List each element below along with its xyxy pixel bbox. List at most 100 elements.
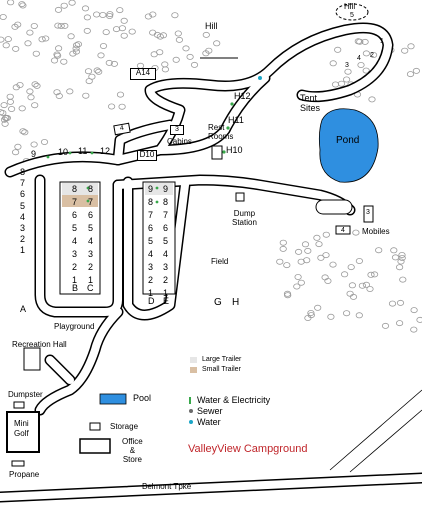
top-row-site-10[interactable]: 10 xyxy=(58,147,69,157)
row-d-site-1[interactable]: 1 xyxy=(148,288,154,298)
tree xyxy=(38,36,46,43)
row-e-site-7[interactable]: 7 xyxy=(163,210,169,220)
tree xyxy=(279,239,287,246)
hill-site-2[interactable]: 2 xyxy=(370,52,374,59)
hill-site-5[interactable]: 5 xyxy=(350,12,354,19)
legend-water: Water xyxy=(197,417,221,427)
row-c-site-2[interactable]: 2 xyxy=(88,262,94,272)
top-row-site-12[interactable]: 12 xyxy=(100,146,111,156)
row-a-site-5[interactable]: 5 xyxy=(20,200,26,211)
row-e-site-5[interactable]: 5 xyxy=(163,236,169,246)
tree xyxy=(397,258,405,265)
tree xyxy=(355,312,363,319)
tree xyxy=(303,257,311,264)
tree xyxy=(32,50,40,57)
mobile-box-3[interactable]: 3 xyxy=(366,209,370,216)
row-b-site-2[interactable]: 2 xyxy=(72,262,78,272)
row-a-site-7[interactable]: 7 xyxy=(20,178,26,189)
row-c-site-4[interactable]: 4 xyxy=(88,236,94,246)
tree xyxy=(106,11,114,18)
tree xyxy=(81,5,90,12)
storage-label: Storage xyxy=(110,422,139,431)
tree xyxy=(31,81,39,88)
hill-site-1[interactable]: 1 xyxy=(380,38,384,45)
row-c-site-5[interactable]: 5 xyxy=(88,223,94,233)
tree xyxy=(213,40,221,47)
row-a-site-3[interactable]: 3 xyxy=(20,223,26,233)
tree xyxy=(95,68,103,75)
tree xyxy=(337,80,346,87)
row-a-site-8[interactable]: 8 xyxy=(20,167,26,177)
row-de-strip xyxy=(142,181,176,295)
mobile-shape-4 xyxy=(335,225,351,235)
row-a-site-4[interactable]: 4 xyxy=(20,211,26,222)
row-c-site-7[interactable]: 7 xyxy=(88,197,94,207)
tree xyxy=(401,47,409,54)
row-b-site-7[interactable]: 7 xyxy=(72,197,78,207)
a14-site[interactable]: A14 xyxy=(130,68,156,80)
row-e-site-2[interactable]: 2 xyxy=(163,275,169,285)
row-a-site-2[interactable]: 2 xyxy=(20,234,26,245)
h11-site[interactable]: H11 xyxy=(228,115,244,125)
site-g[interactable]: G xyxy=(214,297,222,308)
cabins-label: Cabins xyxy=(167,137,192,146)
row-b-site-5[interactable]: 5 xyxy=(72,223,78,233)
tree xyxy=(60,2,68,9)
mobile-box-4[interactable]: 4 xyxy=(341,227,345,234)
tree xyxy=(0,110,7,116)
row-d-site-6[interactable]: 6 xyxy=(148,223,154,233)
tree xyxy=(82,92,90,99)
row-c-site-6[interactable]: 6 xyxy=(88,210,94,220)
h12-site[interactable]: H12 xyxy=(234,91,251,101)
h10-site[interactable]: H10 xyxy=(226,145,243,155)
d10-site[interactable]: D10 xyxy=(137,150,157,161)
hill-site-3[interactable]: 3 xyxy=(345,62,349,69)
row-c-site-3[interactable]: 3 xyxy=(88,249,94,259)
row-a-site-1[interactable]: 1 xyxy=(20,245,26,256)
row-d-site-9[interactable]: 9 xyxy=(148,184,154,194)
tree xyxy=(19,2,27,9)
row-a-site-6[interactable]: 6 xyxy=(20,189,26,200)
row-c-site-1[interactable]: 1 xyxy=(88,275,94,285)
top-row-site-11[interactable]: 11 xyxy=(78,146,88,156)
tree xyxy=(322,231,330,238)
row-d-site-2[interactable]: 2 xyxy=(148,275,154,285)
tree xyxy=(321,274,329,281)
cabin-box-3[interactable]: 3 xyxy=(170,125,184,135)
dumpster-shape xyxy=(13,401,25,409)
tree xyxy=(347,264,355,271)
restroom-shape xyxy=(211,145,223,160)
row-e-site-4[interactable]: 4 xyxy=(163,249,169,259)
tree xyxy=(410,326,418,333)
tree xyxy=(395,264,404,271)
row-b-site-3[interactable]: 3 xyxy=(72,249,78,259)
hill-site-4[interactable]: 4 xyxy=(357,55,361,62)
campground-title: ValleyView Campground xyxy=(188,443,308,455)
tree xyxy=(53,51,61,58)
tree xyxy=(361,38,369,45)
site-h[interactable]: H xyxy=(232,297,240,308)
row-d-site-3[interactable]: 3 xyxy=(148,262,154,272)
row-e-site-1[interactable]: 1 xyxy=(163,288,169,298)
row-e-site-3[interactable]: 3 xyxy=(163,262,169,272)
tree xyxy=(97,52,105,59)
row-b-site-4[interactable]: 4 xyxy=(72,236,78,246)
row-c-site-8[interactable]: 8 xyxy=(88,184,94,194)
tree xyxy=(304,314,312,321)
row-e-site-8[interactable]: 8 xyxy=(163,197,169,207)
row-d-site-4[interactable]: 4 xyxy=(148,249,154,259)
row-e-site-6[interactable]: 6 xyxy=(163,223,169,233)
row-b-site-1[interactable]: 1 xyxy=(72,275,78,285)
row-e-site-9[interactable]: 9 xyxy=(163,184,169,194)
tree xyxy=(357,62,365,69)
row-b-site-8[interactable]: 8 xyxy=(72,184,78,194)
top-row-site-9[interactable]: 9 xyxy=(31,149,37,159)
row-b-site-6[interactable]: 6 xyxy=(72,210,78,220)
tree xyxy=(202,31,210,38)
tree xyxy=(381,322,390,329)
row-d-site-8[interactable]: 8 xyxy=(148,197,154,207)
row-d-site-5[interactable]: 5 xyxy=(148,236,154,246)
row-d-site-7[interactable]: 7 xyxy=(148,210,154,220)
tree xyxy=(84,68,93,75)
